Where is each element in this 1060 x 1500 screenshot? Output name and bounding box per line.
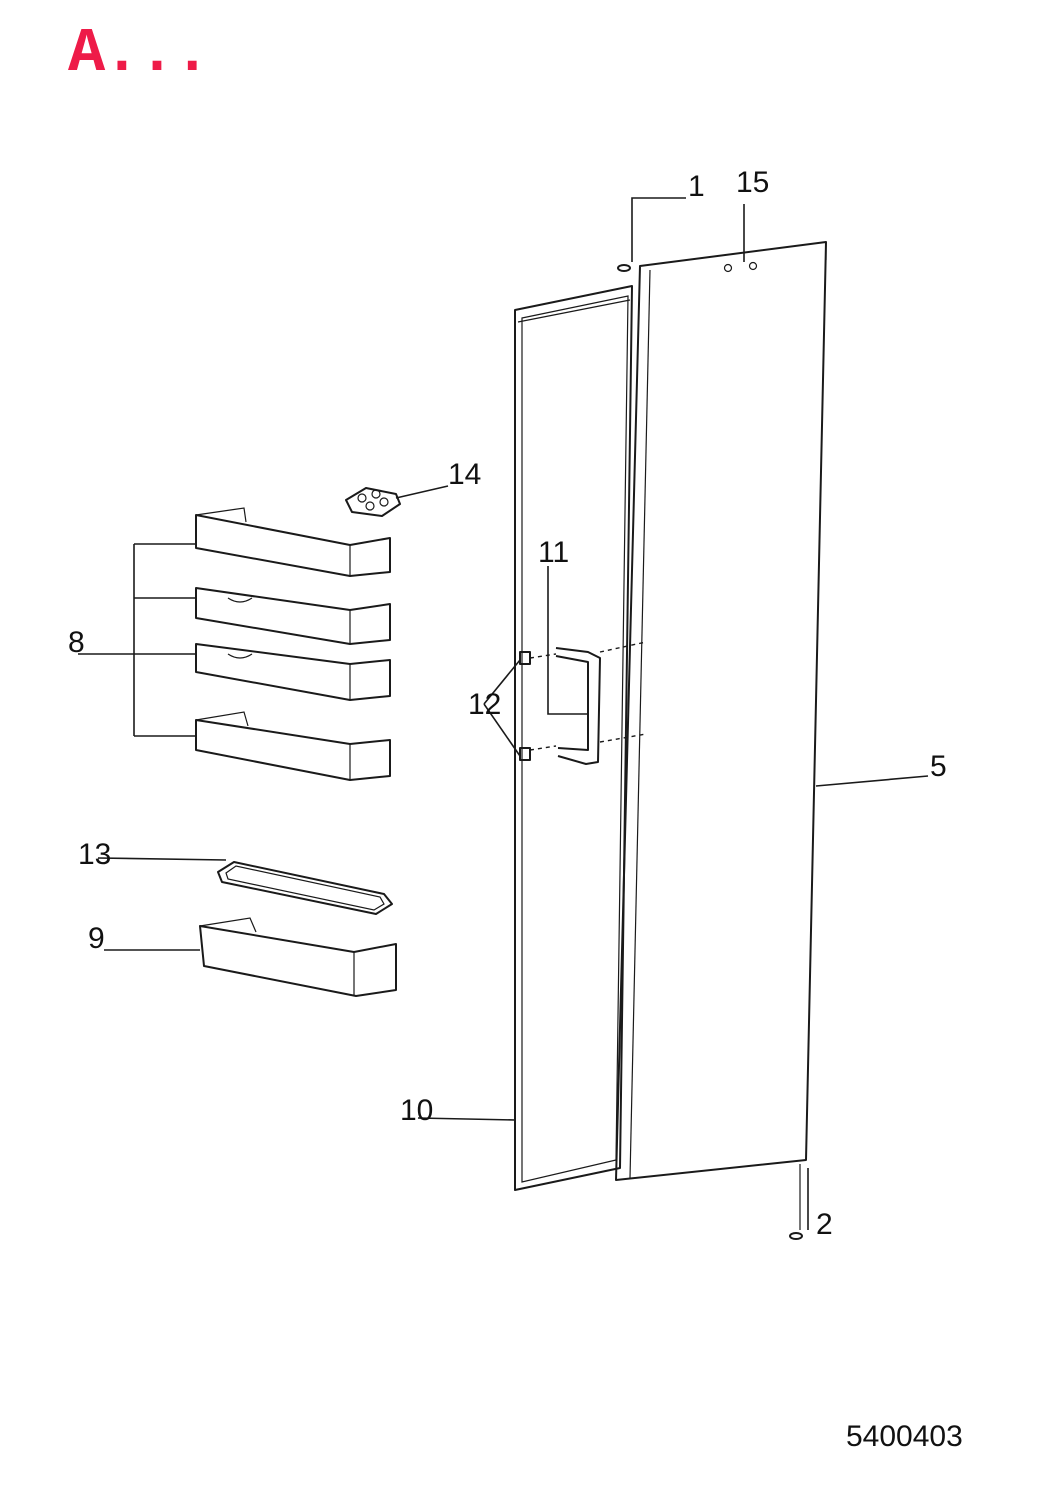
callout-8: 8 (68, 626, 85, 659)
callout-11: 11 (538, 536, 569, 569)
handle-clip-bottom (519, 747, 531, 761)
door-liner (514, 285, 633, 1191)
door-shelf (195, 711, 391, 781)
callout-15: 15 (736, 166, 769, 199)
bottom-hinge-pin (789, 1232, 803, 1240)
callout-2: 2 (816, 1208, 833, 1241)
door-shelf (195, 507, 391, 577)
callout-13: 13 (78, 838, 111, 871)
top-hinge-pin (617, 264, 631, 272)
bottle-shelf (199, 917, 397, 997)
egg-tray (345, 487, 401, 517)
callout-9: 9 (88, 922, 105, 955)
door-handle (529, 641, 647, 765)
callout-5: 5 (930, 750, 947, 783)
door-shelf (195, 587, 391, 645)
door-shelf (195, 643, 391, 701)
screw-hole (748, 261, 758, 271)
leader-lines (78, 197, 929, 1230)
callout-1: 1 (688, 170, 705, 203)
brand-logo: A... (68, 18, 211, 89)
shelf-cover (217, 861, 393, 915)
callout-14: 14 (448, 458, 481, 491)
screw-hole (723, 263, 733, 273)
callout-12: 12 (468, 688, 501, 721)
handle-clip-top (519, 651, 531, 665)
callout-10: 10 (400, 1094, 433, 1127)
document-code: 5400403 (846, 1420, 963, 1453)
door-panel (615, 241, 827, 1181)
